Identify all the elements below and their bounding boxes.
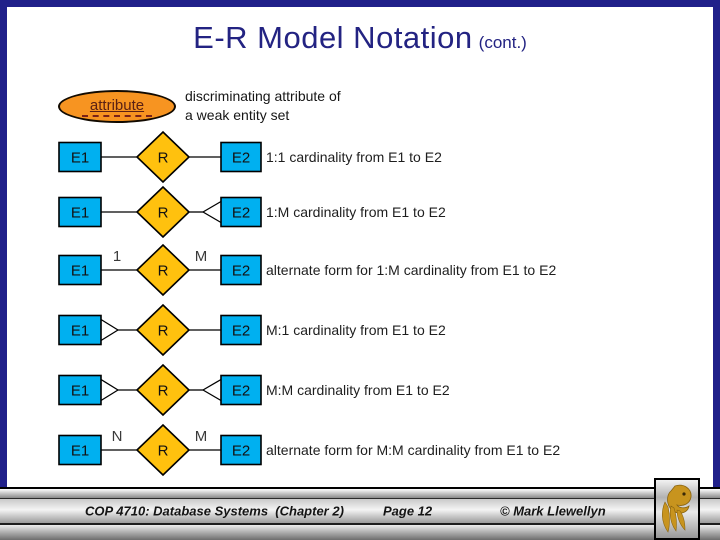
- entity-label-e2: E2: [232, 443, 250, 460]
- entity-label-e2: E2: [232, 383, 250, 400]
- row-description: 1:M cardinality from E1 to E2: [266, 204, 446, 220]
- entity-box-e2: [220, 196, 262, 228]
- er-diagram: E1 R E2: [58, 363, 262, 417]
- entity-box-e2: [220, 314, 262, 346]
- legend-caption: discriminating attribute of a weak entit…: [185, 87, 341, 125]
- entity-label-e1: E1: [71, 443, 89, 460]
- page-title-suffix: (cont.): [478, 33, 527, 52]
- footer-band-text: COP 4710: Database Systems (Chapter 2) P…: [0, 499, 720, 525]
- page-title-main: E-R Model Notation: [193, 20, 473, 55]
- attribute-oval: attribute: [58, 90, 176, 123]
- footer-band-lower: [0, 525, 720, 540]
- row-description: alternate form for 1:M cardinality from …: [266, 262, 557, 278]
- crow-foot-right-lower: [202, 211, 222, 224]
- left-cardinality-label: 1: [113, 248, 121, 265]
- entity-label-e1: E1: [71, 150, 89, 167]
- relationship-label: R: [158, 443, 169, 460]
- crow-foot-right-lower: [202, 389, 222, 402]
- slide-border-left: [0, 0, 7, 487]
- relationship-label: R: [158, 150, 169, 167]
- footer-course: COP 4710: Database Systems (Chapter 2): [85, 503, 344, 519]
- footer-top-rule: [0, 487, 720, 489]
- row-description: M:1 cardinality from E1 to E2: [266, 322, 446, 338]
- entity-box-e2: [220, 374, 262, 406]
- right-cardinality-label: M: [195, 428, 208, 445]
- relationship-label: R: [158, 263, 169, 280]
- footer-bar: COP 4710: Database Systems (Chapter 2) P…: [0, 487, 720, 540]
- er-diagram: E1 R E2: [58, 130, 262, 184]
- right-cardinality-label: M: [195, 248, 208, 265]
- page-title: E-R Model Notation (cont.): [0, 20, 720, 56]
- legend-caption-line2: a weak entity set: [185, 107, 290, 123]
- footer-page-number: Page 12: [383, 503, 433, 519]
- er-diagram-row: E1 R E2 1:M cardinality from E1 to E2: [0, 182, 720, 242]
- entity-box-e1: [58, 314, 102, 346]
- crow-foot-right-upper: [202, 200, 222, 213]
- slide-border-top: [0, 0, 720, 7]
- er-diagram: E1 R E2: [58, 303, 262, 357]
- left-cardinality-label: N: [112, 428, 123, 445]
- slide-border-right: [713, 0, 720, 487]
- footer-copyright: © Mark Llewellyn: [500, 503, 606, 519]
- row-description: 1:1 cardinality from E1 to E2: [266, 149, 442, 165]
- ucf-pegasus-logo: [662, 484, 692, 533]
- entity-label-e1: E1: [71, 383, 89, 400]
- crow-foot-right-upper: [202, 378, 222, 391]
- relationship-label: R: [158, 205, 169, 222]
- entity-label-e2: E2: [232, 150, 250, 167]
- entity-label-e2: E2: [232, 263, 250, 280]
- legend-caption-line1: discriminating attribute of: [185, 88, 341, 104]
- entity-box-e2: [220, 141, 262, 173]
- er-diagram-row: E1 R E2 1:1 cardinality from E1 to E2: [0, 127, 720, 187]
- discriminator-dashed-underline: [82, 115, 152, 117]
- entity-box-e1: [58, 434, 102, 466]
- logo-box: [654, 478, 700, 540]
- er-diagram-row: E1 R E2 M:1 cardinality from E1 to E2: [0, 300, 720, 360]
- relationship-label: R: [158, 383, 169, 400]
- entity-box-e2: [220, 434, 262, 466]
- er-diagram-row: E1 N R M E2 alternate form for M:M cardinalit…: [0, 420, 720, 480]
- crow-foot-left-upper: [100, 318, 119, 331]
- entity-label-e1: E1: [71, 263, 89, 280]
- entity-label-e1: E1: [71, 323, 89, 340]
- row-description: M:M cardinality from E1 to E2: [266, 382, 450, 398]
- row-description: alternate form for M:M cardinality from …: [266, 442, 561, 458]
- footer-band-upper: [0, 489, 720, 499]
- er-diagram-row: E1 R E2 M:M cardinality from E1 to E2: [0, 360, 720, 420]
- attribute-oval-label: attribute: [89, 97, 145, 114]
- entity-box-e1: [58, 374, 102, 406]
- er-diagram: E1 R E2: [58, 185, 262, 239]
- er-diagram: E1 N R M E2: [58, 423, 262, 477]
- crow-foot-left-lower: [100, 389, 119, 402]
- er-diagram: E1 1R M E2: [58, 243, 262, 297]
- entity-label-e2: E2: [232, 323, 250, 340]
- entity-label-e2: E2: [232, 205, 250, 222]
- crow-foot-left-lower: [100, 329, 119, 342]
- entity-label-e1: E1: [71, 205, 89, 222]
- entity-box-e2: [220, 254, 262, 286]
- relationship-label: R: [158, 323, 169, 340]
- crow-foot-left-upper: [100, 378, 119, 391]
